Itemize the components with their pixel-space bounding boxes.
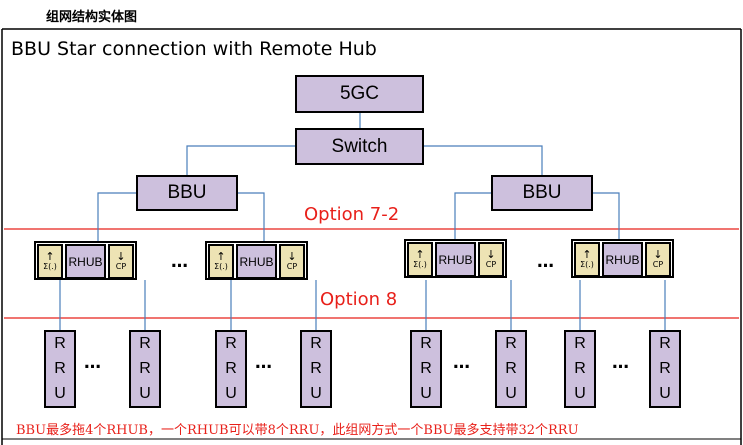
sum-symbol: Σ(.)	[580, 260, 594, 269]
down-arrow-icon: ↓	[116, 250, 126, 263]
down-arrow-icon: ↓	[486, 248, 496, 261]
uplink-cell: ↑Σ(.)	[574, 242, 600, 277]
cp-symbol: CP	[286, 262, 298, 271]
ellipsis: …	[537, 252, 555, 272]
rhub-unit: ↑Σ(.) RHUB ↓CP	[34, 241, 137, 280]
core-5gc-node: 5GC	[295, 75, 424, 113]
uplink-cell: ↑Σ(.)	[37, 244, 63, 279]
up-arrow-icon: ↑	[415, 248, 425, 261]
rhub-label: RHUB	[65, 244, 106, 279]
top-label: 组网结构实体图	[46, 10, 138, 25]
ellipsis: …	[84, 353, 102, 373]
footnote: BBU最多拖4个RHUB，一个RHUB可以带8个RRU，此组网方式一个BBU最多…	[16, 423, 579, 438]
cp-symbol: CP	[115, 262, 127, 271]
down-arrow-icon: ↓	[287, 250, 297, 263]
rhub-unit: ↑Σ(.) RHUB ↓CP	[205, 241, 308, 280]
downlink-cell: ↓CP	[108, 244, 134, 279]
ellipsis: …	[453, 353, 471, 373]
switch-node: Switch	[295, 128, 424, 165]
sum-symbol: Σ(.)	[43, 262, 57, 271]
rhub-label: RHUB	[236, 244, 277, 279]
up-arrow-icon: ↑	[45, 250, 55, 263]
ellipsis: …	[171, 252, 189, 272]
split-label-option-7-2: Option 7-2	[304, 204, 400, 225]
rhub-unit: ↑Σ(.) RHUB ↓CP	[404, 239, 507, 278]
bbu-node-right: BBU	[491, 175, 593, 211]
uplink-cell: ↑Σ(.)	[407, 242, 433, 277]
bbu-node-left: BBU	[136, 175, 238, 211]
uplink-cell: ↑Σ(.)	[208, 244, 234, 279]
cp-symbol: CP	[485, 260, 497, 269]
up-arrow-icon: ↑	[216, 250, 226, 263]
sum-symbol: Σ(.)	[413, 260, 427, 269]
downlink-cell: ↓CP	[279, 244, 305, 279]
sum-symbol: Σ(.)	[214, 262, 228, 271]
cp-symbol: CP	[652, 260, 664, 269]
ellipsis: …	[255, 353, 273, 373]
rhub-label: RHUB	[435, 242, 476, 277]
downlink-cell: ↓CP	[478, 242, 504, 277]
ellipsis: …	[612, 353, 630, 373]
rhub-unit: ↑Σ(.) RHUB ↓CP	[571, 239, 674, 278]
split-label-option-8: Option 8	[320, 289, 398, 310]
downlink-cell: ↓CP	[645, 242, 671, 277]
diagram-title: BBU Star connection with Remote Hub	[11, 38, 377, 60]
up-arrow-icon: ↑	[582, 248, 592, 261]
down-arrow-icon: ↓	[653, 248, 663, 261]
rhub-label: RHUB	[602, 242, 643, 277]
